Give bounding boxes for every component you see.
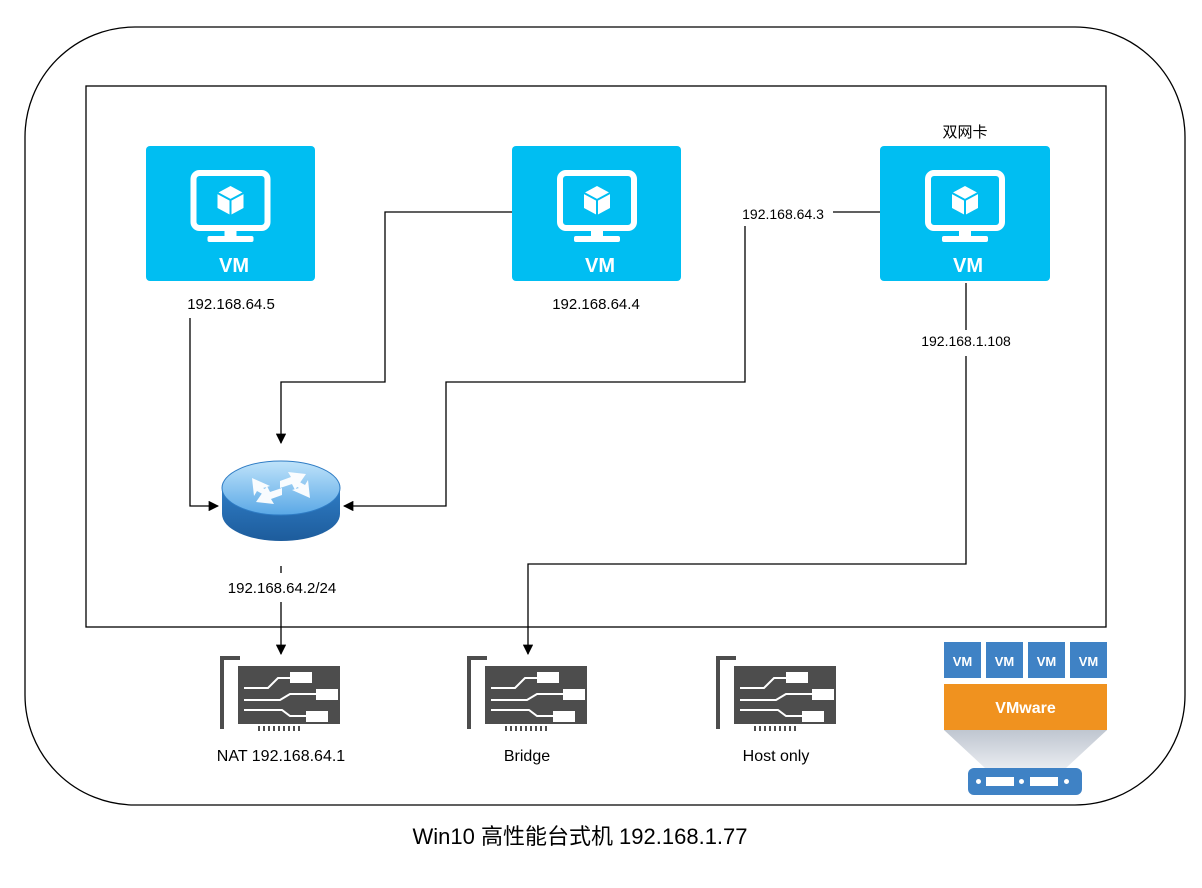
nic-hostonly-icon bbox=[716, 656, 836, 731]
vm-ip-bridge: 192.168.1.108 bbox=[921, 333, 1011, 349]
vmware-vm-label: VM bbox=[953, 654, 973, 669]
vm-monitor-icon bbox=[190, 170, 271, 242]
vmware-vm-label: VM bbox=[995, 654, 1015, 669]
vm-node-3: VM bbox=[880, 146, 1050, 281]
vmware-vm-label: VM bbox=[1079, 654, 1099, 669]
vm-monitor-icon bbox=[557, 170, 637, 242]
nic-hostonly-label: Host only bbox=[743, 748, 810, 765]
vm-ip: 192.168.64.4 bbox=[552, 296, 640, 313]
connector-lines bbox=[189, 211, 967, 656]
vm-node-2: VM bbox=[512, 146, 681, 281]
vm-label: VM bbox=[219, 255, 249, 277]
vm-ip-nat: 192.168.64.3 bbox=[742, 206, 824, 222]
vmware-stack-icon: VM VM VM VM VMware bbox=[944, 642, 1107, 795]
virtual-network-boundary bbox=[85, 85, 1107, 628]
vm-monitor-icon bbox=[925, 170, 1005, 242]
vmware-hypervisor-label: VMware bbox=[995, 700, 1056, 717]
vm-label: VM bbox=[585, 255, 615, 277]
router-icon bbox=[221, 460, 341, 541]
host-machine-frame bbox=[24, 26, 1186, 806]
link-vm2-router bbox=[275, 211, 512, 445]
link-vm3-bridge-2 bbox=[522, 356, 967, 656]
nic-bridge-icon bbox=[467, 656, 587, 731]
link-vm3-router-2 bbox=[342, 226, 746, 512]
router-ip: 192.168.64.2/24 bbox=[228, 580, 336, 597]
host-caption: Win10 高性能台式机 192.168.1.77 bbox=[412, 824, 747, 849]
vmware-vm-label: VM bbox=[1037, 654, 1057, 669]
nic-bridge-label: Bridge bbox=[504, 748, 550, 765]
vm-ip: 192.168.64.5 bbox=[187, 296, 275, 313]
vm-node-1: VM bbox=[146, 146, 315, 281]
vm-caption: 双网卡 bbox=[942, 124, 987, 141]
link-vm1-router bbox=[189, 318, 220, 512]
nic-nat-label: NAT 192.168.64.1 bbox=[217, 748, 345, 765]
vm-label: VM bbox=[953, 255, 983, 277]
nic-nat-icon bbox=[220, 656, 340, 731]
